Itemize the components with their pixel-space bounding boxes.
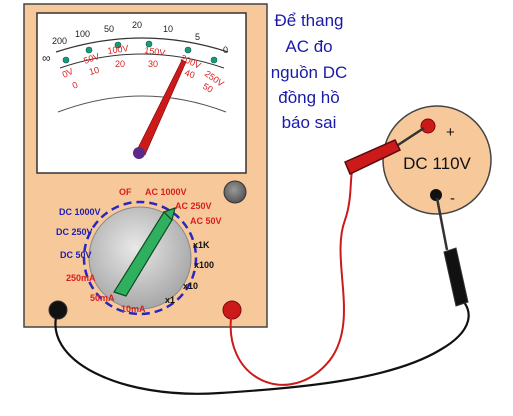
volt-outer-10: 10 [88, 65, 100, 77]
ohm-label-5: 5 [195, 32, 200, 42]
selector-250ma[interactable]: 250mA [66, 273, 96, 283]
scale-dot [145, 40, 153, 48]
source-disc [382, 105, 492, 215]
caption-line-1: Để thang [275, 11, 344, 30]
source-plus-sign: + [446, 124, 455, 141]
ohm-label-100: 100 [75, 29, 90, 39]
volt-label-100v: 100V [107, 43, 129, 56]
caption-line-4: đồng hồ [278, 88, 339, 107]
source-minus-terminal[interactable] [430, 189, 442, 201]
zero-adjust-knob[interactable] [223, 180, 247, 204]
needle-pivot [133, 147, 145, 159]
source-minus-sign: - [450, 190, 455, 207]
infinity-symbol: ∞ [42, 51, 51, 65]
dc-source: DC 110V + - [382, 105, 492, 215]
ohm-label-0: 0 [223, 45, 228, 55]
selector-x1[interactable]: x1 [165, 295, 175, 305]
selector-dc250[interactable]: DC 250V [56, 227, 93, 237]
scale-dot [114, 41, 122, 49]
selector-dc1000[interactable]: DC 1000V [59, 207, 101, 217]
selector-pointer[interactable] [113, 207, 176, 297]
scale-dot [184, 46, 192, 54]
red-lead-wire [229, 171, 353, 386]
ohm-label-200: 200 [52, 36, 67, 46]
scale-dot [62, 56, 70, 64]
black-probe[interactable] [435, 197, 469, 307]
scale-dots [62, 40, 218, 64]
ohm-label-50: 50 [104, 24, 114, 34]
volt-label-0v: 0V [61, 66, 75, 80]
selector-x10[interactable]: x10 [183, 281, 198, 291]
selector-ac250[interactable]: AC 250V [175, 201, 212, 211]
scale-dot [210, 56, 218, 64]
caption-line-5: báo sai [282, 113, 337, 132]
volt-outer-20: 20 [115, 59, 125, 69]
volt-outer-0: 0 [71, 80, 80, 91]
scale-dot [85, 46, 93, 54]
volt-outer-40: 40 [183, 67, 196, 80]
selector-50ma[interactable]: 50mA [90, 293, 115, 303]
caption-line-3: nguồn DC [271, 63, 348, 82]
source-label: DC 110V [403, 154, 471, 173]
black-lead-wire [54, 299, 470, 395]
selector-off[interactable]: OF [119, 187, 132, 197]
selector-ring [82, 200, 198, 316]
caption: Để thang AC đo nguồn DC đồng hồ báo sai [271, 11, 348, 132]
red-probe[interactable] [344, 126, 425, 176]
multimeter: 200 100 50 20 10 5 0 ∞ 0V 50V 100V 150V … [23, 3, 268, 328]
ohm-scale-arc [55, 37, 229, 53]
selector-ac1000[interactable]: AC 1000V [145, 187, 187, 197]
dial-lower-arc [57, 95, 227, 113]
volt-label-150v: 150V [144, 45, 166, 58]
selector-10ma[interactable]: 10mA [121, 304, 146, 314]
selector-dc50[interactable]: DC 50V [60, 250, 92, 260]
caption-line-2: AC đo [285, 37, 332, 56]
source-plus-terminal[interactable] [420, 118, 436, 134]
volt-outer-50: 50 [201, 81, 215, 95]
ohm-label-10: 10 [163, 24, 173, 34]
volt-outer-30: 30 [148, 59, 158, 69]
ohm-label-20: 20 [132, 20, 142, 30]
volt-scale-arc [59, 53, 225, 69]
selector-ac50[interactable]: AC 50V [190, 216, 222, 226]
selector-x1k[interactable]: x1K [193, 240, 210, 250]
selector-x100[interactable]: x100 [194, 260, 214, 270]
